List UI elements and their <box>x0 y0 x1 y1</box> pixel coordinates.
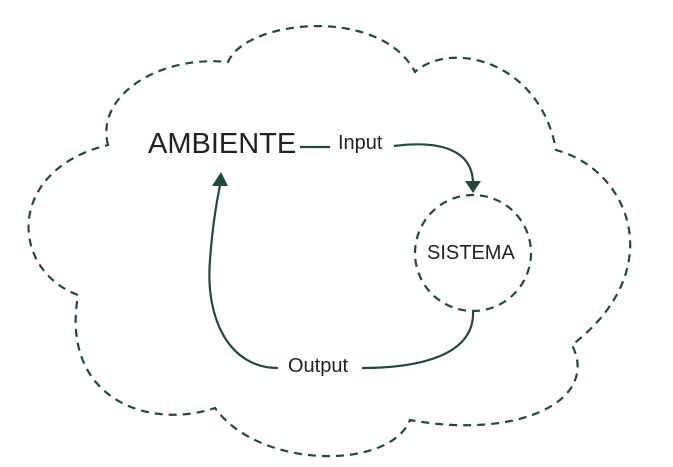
input-arrowhead-icon <box>465 181 481 193</box>
output-arrowhead-icon <box>212 172 228 186</box>
input-label: Input <box>336 132 385 155</box>
output-arrow-curve-left <box>208 184 279 370</box>
environment-label: AMBIENTE <box>148 128 297 161</box>
system-label: SISTEMA <box>427 242 515 264</box>
output-arrow-curve-right <box>361 310 475 370</box>
environment-cloud-outline <box>27 25 632 458</box>
output-label: Output <box>286 355 351 378</box>
input-arrow-curve <box>393 143 475 183</box>
